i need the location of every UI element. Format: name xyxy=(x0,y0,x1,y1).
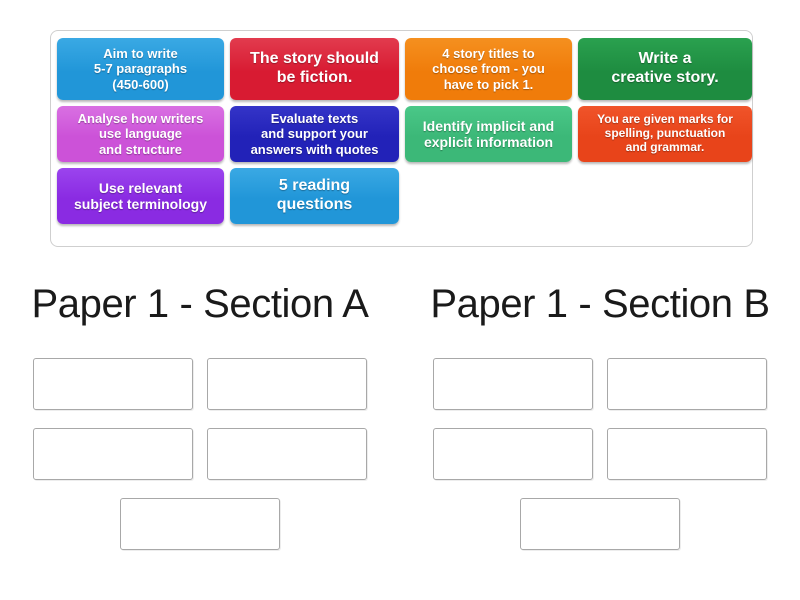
dropzone-b-4[interactable] xyxy=(607,428,767,480)
dropzone-row xyxy=(400,358,800,410)
dropzone-row xyxy=(400,498,800,550)
column-headings: Paper 1 - Section A Paper 1 - Section B xyxy=(0,282,800,338)
dropzone-a-2[interactable] xyxy=(207,358,367,410)
column-section-a xyxy=(0,358,400,568)
dropzone-a-1[interactable] xyxy=(33,358,193,410)
dropzone-row xyxy=(0,498,400,550)
dropzone-row xyxy=(0,428,400,480)
dropzone-b-1[interactable] xyxy=(433,358,593,410)
dropzone-row xyxy=(0,358,400,410)
column-section-b xyxy=(400,358,800,568)
dropzone-columns xyxy=(0,358,800,568)
dropzone-row xyxy=(400,428,800,480)
dropzone-a-3[interactable] xyxy=(33,428,193,480)
column-heading-section-a: Paper 1 - Section A xyxy=(31,282,369,326)
dropzone-b-3[interactable] xyxy=(433,428,593,480)
dropzone-a-5[interactable] xyxy=(120,498,280,550)
dropzone-b-2[interactable] xyxy=(607,358,767,410)
dropzone-b-5[interactable] xyxy=(520,498,680,550)
dropzone-a-4[interactable] xyxy=(207,428,367,480)
column-heading-section-b: Paper 1 - Section B xyxy=(430,282,770,326)
